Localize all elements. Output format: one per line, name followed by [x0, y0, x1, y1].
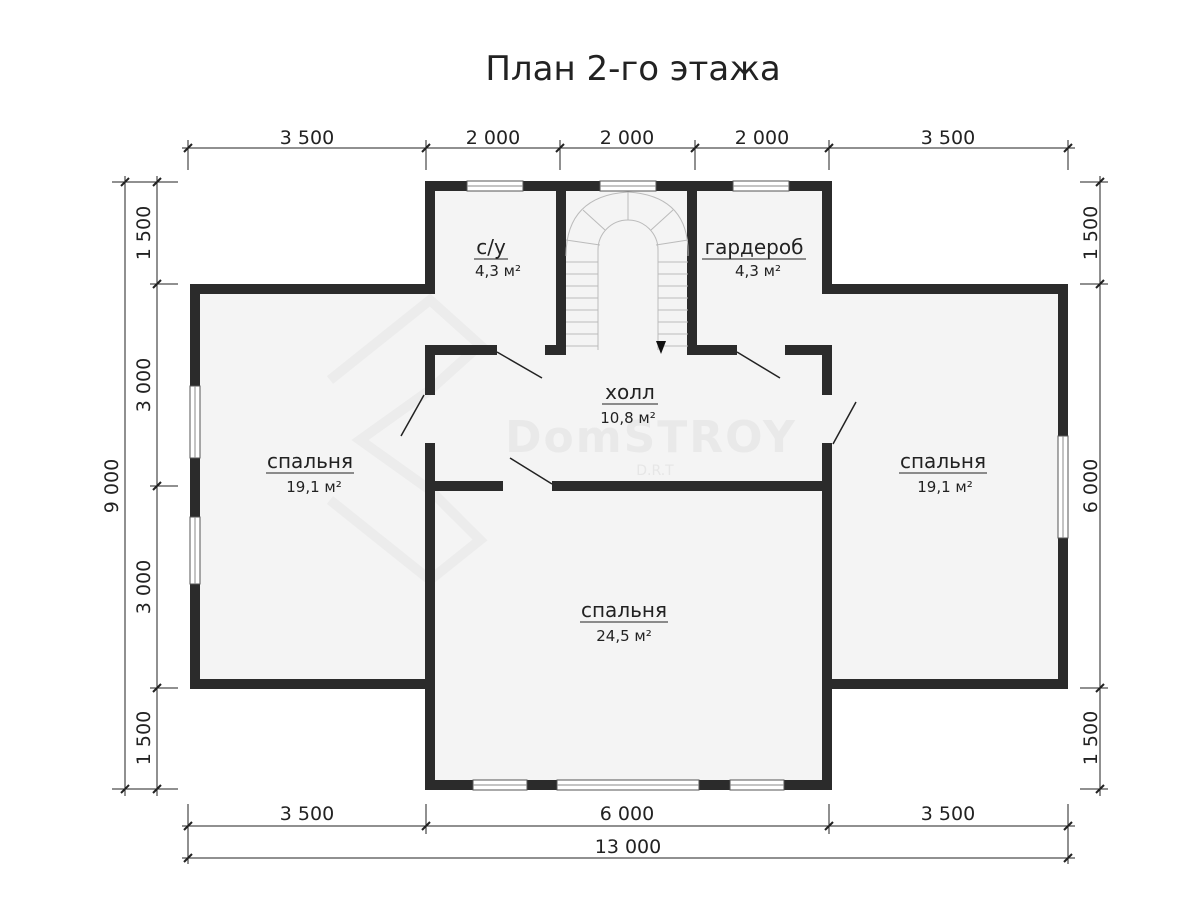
room-bathroom-area: 4,3 м²: [475, 262, 521, 280]
room-bedroom-center-name: спальня: [581, 598, 667, 622]
doors: [400, 351, 857, 485]
dim-top-5: 3 500: [921, 127, 975, 149]
room-bedroom-center-area: 24,5 м²: [596, 627, 652, 645]
dimension-ticks: [120, 143, 1105, 863]
dim-right-2: 6 000: [1080, 459, 1102, 513]
dim-top-3: 2 000: [600, 127, 654, 149]
room-bedroom-left-name: спальня: [267, 449, 353, 473]
door-bathroom: [496, 351, 543, 379]
walls: [190, 181, 1068, 790]
dim-left-3: 3 000: [133, 560, 155, 614]
dim-bottom-1: 3 500: [280, 803, 334, 825]
dim-top-1: 3 500: [280, 127, 334, 149]
dim-bottom-2: 6 000: [600, 803, 654, 825]
room-labels: с/у 4,3 м² гардероб 4,3 м² холл 10,8 м² …: [266, 235, 987, 645]
door-bedroom-left: [400, 394, 425, 437]
door-bedroom-right: [832, 401, 857, 445]
dim-top-4: 2 000: [735, 127, 789, 149]
plan-title: План 2-го этажа: [485, 49, 780, 89]
windows: [189, 180, 1069, 791]
room-bedroom-left-area: 19,1 м²: [286, 478, 342, 496]
dim-bottom-total: 13 000: [595, 836, 661, 858]
room-bathroom-name: с/у: [476, 235, 506, 259]
dim-right-3: 1 500: [1080, 711, 1102, 765]
dim-left-4: 1 500: [133, 711, 155, 765]
dim-left-2: 3 000: [133, 358, 155, 412]
door-bedroom-center: [509, 457, 553, 485]
room-hall-area: 10,8 м²: [600, 409, 656, 427]
dimension-labels: 3 500 2 000 2 000 2 000 3 500 3 500 6 00…: [101, 127, 1102, 858]
watermark-sub: D.R.T: [636, 463, 674, 479]
stair-arrow-icon: [656, 341, 666, 354]
room-wardrobe-name: гардероб: [705, 235, 804, 259]
watermark-brand: DomSTROY: [505, 412, 797, 463]
dim-left-1: 1 500: [133, 206, 155, 260]
watermark: DomSTROY D.R.T: [326, 293, 797, 587]
room-hall-name: холл: [605, 380, 655, 404]
room-bedroom-right-name: спальня: [900, 449, 986, 473]
dim-right-1: 1 500: [1080, 206, 1102, 260]
dim-left-total: 9 000: [101, 459, 123, 513]
dim-top-2: 2 000: [466, 127, 520, 149]
room-bedroom-right-area: 19,1 м²: [917, 478, 973, 496]
staircase: [565, 191, 689, 350]
door-wardrobe: [736, 351, 781, 379]
dim-bottom-3: 3 500: [921, 803, 975, 825]
room-wardrobe-area: 4,3 м²: [735, 262, 781, 280]
